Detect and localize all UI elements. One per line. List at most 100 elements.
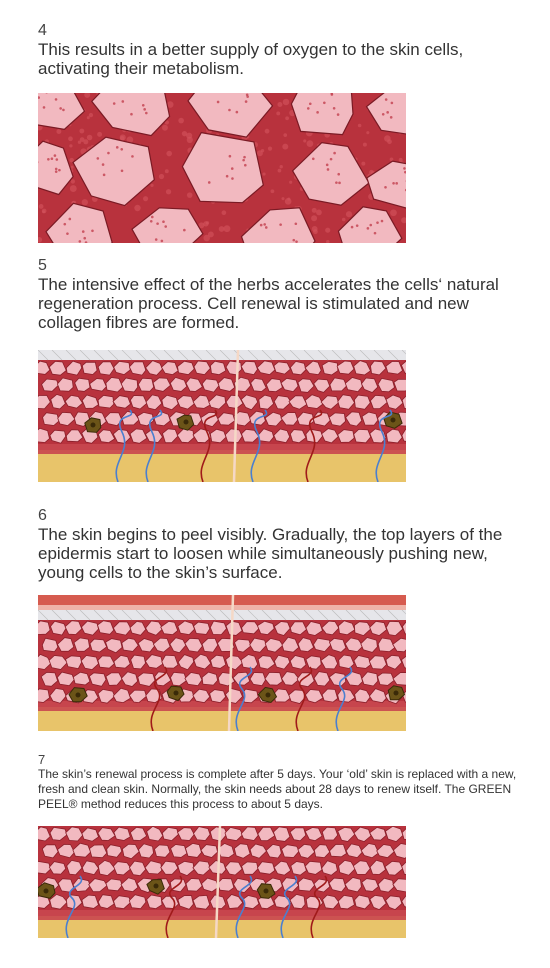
cell [377, 377, 395, 393]
cell [337, 826, 356, 842]
cell [137, 638, 156, 653]
cell [137, 377, 155, 392]
cell [128, 361, 147, 376]
cell [73, 637, 91, 652]
cell [177, 895, 194, 910]
cells-closeup-illustration [38, 93, 406, 243]
cell [112, 687, 131, 704]
cell [280, 377, 299, 393]
cell [240, 207, 316, 243]
cell [328, 877, 347, 893]
cell [144, 654, 164, 669]
cell [353, 655, 371, 669]
cell [209, 689, 227, 704]
cell [160, 361, 179, 376]
cell [273, 621, 291, 636]
cell [385, 895, 403, 911]
cell [273, 428, 291, 444]
cell [281, 636, 300, 653]
cell [400, 360, 406, 374]
cell [97, 429, 116, 444]
cell [201, 637, 219, 653]
cell [393, 843, 406, 859]
cell [224, 826, 244, 842]
cell [385, 360, 403, 375]
cell [201, 378, 220, 393]
cell [208, 394, 227, 410]
cell [361, 878, 379, 892]
cell [106, 844, 123, 858]
cell [181, 131, 264, 204]
cell [97, 620, 115, 635]
cell [184, 672, 203, 687]
cell [240, 394, 259, 411]
cell [281, 877, 300, 893]
cell [360, 843, 380, 859]
cell [304, 827, 323, 842]
cell [281, 844, 300, 858]
step-text: The skin’s renewal process is complete a… [38, 767, 517, 811]
cell [361, 411, 379, 426]
cell [42, 412, 60, 426]
cell [226, 894, 244, 909]
cell [177, 620, 195, 636]
cell [45, 202, 113, 243]
cell [305, 621, 323, 636]
cell [56, 377, 74, 392]
cell [97, 859, 116, 877]
cell [56, 637, 75, 652]
cell [193, 621, 211, 635]
cell [88, 672, 107, 687]
cell [48, 655, 68, 670]
cell [38, 860, 52, 875]
cell [38, 620, 51, 635]
cell [48, 360, 67, 376]
cell [192, 860, 211, 876]
cell [193, 826, 211, 841]
cell [337, 394, 355, 410]
cell [338, 654, 355, 669]
cell [65, 655, 83, 670]
cell [81, 361, 98, 375]
stratum-corneum [38, 610, 406, 620]
cell [66, 859, 83, 876]
cell [216, 842, 235, 858]
cell [384, 860, 404, 876]
cell [241, 861, 259, 875]
cell [217, 377, 236, 392]
cell [97, 655, 115, 669]
step-text: The skin begins to peel visibly. Gradual… [38, 525, 503, 582]
cell [256, 620, 275, 636]
cell [113, 826, 131, 841]
blood-vessel [310, 875, 328, 938]
cell [249, 672, 267, 687]
cell [240, 826, 259, 841]
cell [177, 360, 195, 376]
cell [145, 394, 163, 411]
cell [264, 637, 284, 653]
cell [57, 411, 76, 427]
cell [154, 671, 172, 687]
cell [192, 688, 211, 704]
cell [337, 429, 355, 443]
peeling-layer [38, 595, 406, 605]
cell [297, 378, 315, 393]
cell [72, 842, 92, 858]
dermis [38, 450, 406, 482]
cell [88, 878, 108, 893]
cell [321, 428, 339, 444]
cell [121, 410, 140, 426]
blood-vessel [200, 409, 218, 482]
cell [401, 428, 406, 442]
cell [146, 894, 163, 910]
cell [241, 428, 260, 443]
cell [240, 360, 258, 376]
cell [162, 428, 179, 444]
cell [184, 637, 203, 653]
cell [185, 878, 203, 892]
cell [257, 655, 276, 670]
blood-vessel [375, 409, 393, 482]
cell [152, 637, 171, 653]
cell [120, 377, 139, 393]
cell [329, 637, 347, 653]
